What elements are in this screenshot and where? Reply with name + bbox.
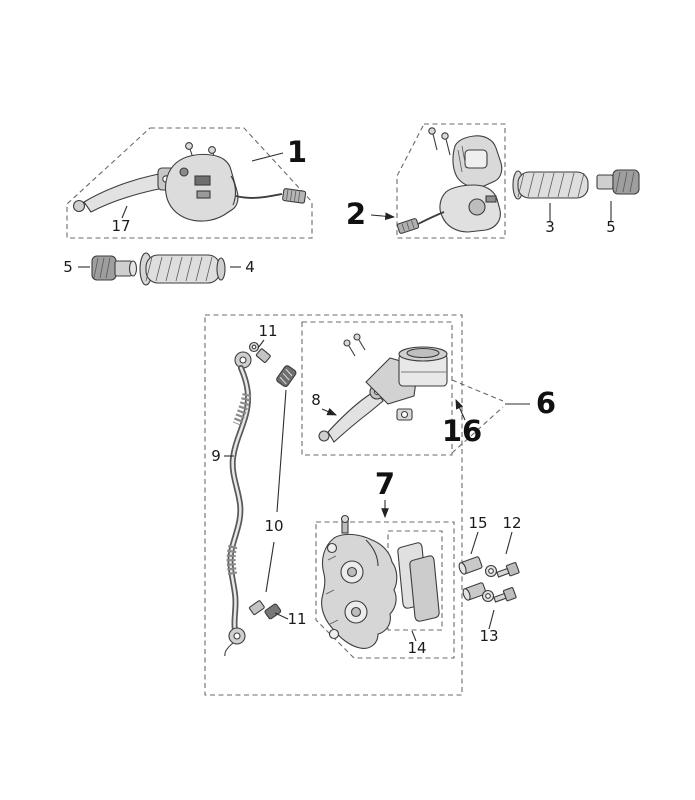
- callout-15-leader: [470, 531, 479, 555]
- clamp-edge: [230, 175, 236, 206]
- harness-wire: [235, 193, 283, 199]
- callout-8-arrow: [321, 407, 338, 416]
- callout-11-top: 11: [258, 322, 277, 340]
- callout-3: 3: [545, 218, 555, 236]
- callout-13-leader: [488, 609, 495, 630]
- harness-connector: [282, 188, 307, 204]
- switch-knob: [179, 167, 189, 177]
- handlebar-grip-left: [139, 252, 226, 286]
- callout-10: 10: [264, 517, 283, 535]
- brake-pad-inner: [409, 555, 440, 622]
- callout-10-line-lower: [265, 541, 275, 593]
- banjo-bolt-bottom: [248, 600, 282, 620]
- banjo-eye-bottom-hole: [233, 632, 241, 640]
- front-brake-lever: [327, 389, 384, 443]
- mount-bolt-upper: [496, 562, 520, 578]
- bar-end-right: [596, 169, 640, 195]
- spacer-sleeve-upper: [458, 556, 483, 575]
- callout-16: 16: [442, 414, 482, 448]
- caliper-mount-ear-top: [326, 542, 338, 554]
- callout-6: 6: [536, 386, 556, 420]
- left-grip-group: 5 4: [63, 252, 255, 286]
- dash-link-bottom: [451, 406, 504, 454]
- washer-lower-hole: [485, 593, 491, 599]
- master-cylinder-dashed-box: [301, 321, 453, 456]
- callout-9: 9: [211, 447, 221, 465]
- callout-1: 1: [287, 135, 307, 169]
- callout-11-bottom: 11: [287, 610, 306, 628]
- callout-1-leader: [251, 152, 284, 162]
- housing-body: [164, 153, 239, 222]
- front-brake-system-group: 6 16 8: [204, 314, 556, 696]
- bar-end-left: [91, 255, 138, 281]
- brake-hose-inner: [229, 366, 250, 632]
- mount-bolt-lower: [493, 587, 517, 603]
- caliper-piston-upper-center: [346, 566, 358, 578]
- callout-13: 13: [479, 627, 498, 645]
- clutch-lever: [72, 167, 176, 213]
- callout-5-left: 5: [63, 258, 73, 276]
- callout-12-leader: [505, 531, 513, 555]
- lever-ball-end: [72, 199, 86, 213]
- hose-spring-clip: [276, 365, 297, 388]
- caliper-dashed-box: [315, 521, 455, 659]
- callout-14-leader: [411, 630, 417, 642]
- callout-8: 8: [311, 391, 321, 409]
- left-switch-assembly-group: 1 17: [66, 127, 313, 239]
- left-switch-housing: [164, 142, 307, 222]
- group-1-dashed-outline: [66, 127, 313, 239]
- callout-12: 12: [502, 514, 521, 532]
- caliper-piston-lower-center: [350, 606, 362, 618]
- housing-screws-right: [428, 127, 451, 156]
- banjo-bolt-top: [255, 348, 271, 363]
- fluid-reservoir: [398, 346, 448, 387]
- callout-2-arrow: [370, 212, 396, 221]
- handlebar-grip-right: [512, 170, 589, 200]
- banjo-eye-top-hole: [239, 356, 247, 364]
- callout-17: 17: [111, 217, 130, 235]
- right-switch-assembly-group: 2: [346, 123, 640, 239]
- callout-14: 14: [407, 639, 426, 657]
- brake-caliper: [321, 514, 398, 649]
- callout-11-bottom-leader: [274, 612, 289, 620]
- switch-button-dark: [194, 175, 211, 186]
- front-lever-ball-end: [318, 430, 330, 442]
- callout-5-right: 5: [606, 218, 616, 236]
- group-2-dashed-outline: [396, 123, 506, 239]
- hose-coil-guard-bottom: [226, 544, 238, 577]
- brake-pads: 14: [397, 542, 440, 657]
- callout-4: 4: [245, 258, 255, 276]
- brake-hose-assembly: 11 9 10: [211, 322, 307, 657]
- callout-11-top-leader: [257, 339, 265, 349]
- callout-16-arrow: [455, 398, 466, 421]
- master-cylinder-assembly: [318, 333, 448, 443]
- callout-17-leader: [121, 205, 128, 219]
- sealing-washer-top-hole: [251, 344, 257, 350]
- hose-tail: [224, 642, 234, 657]
- right-harness-wire: [417, 211, 445, 225]
- dash-link-top: [451, 379, 504, 402]
- washer-upper-hole: [488, 568, 494, 574]
- mount-hardware-group: 15 12 1: [458, 514, 522, 645]
- master-cylinder-screws: [343, 333, 366, 357]
- caliper-ridge: [365, 539, 379, 567]
- bleed-nipple-cap: [340, 514, 350, 524]
- clamp-half-hole: [400, 410, 409, 419]
- spacer-sleeve-lower: [462, 582, 487, 601]
- callout-15: 15: [468, 514, 487, 532]
- caliper-mount-ear-bottom: [328, 628, 340, 640]
- right-upper-housing: [452, 135, 503, 188]
- callout-7: 7: [375, 467, 395, 501]
- callout-2: 2: [346, 197, 366, 231]
- callout-10-line-upper: [276, 389, 287, 513]
- right-lower-switch: [396, 184, 501, 234]
- switch-button-mid: [196, 190, 211, 199]
- main-group-dashed-outline: [204, 314, 463, 696]
- right-harness-connector: [396, 218, 420, 234]
